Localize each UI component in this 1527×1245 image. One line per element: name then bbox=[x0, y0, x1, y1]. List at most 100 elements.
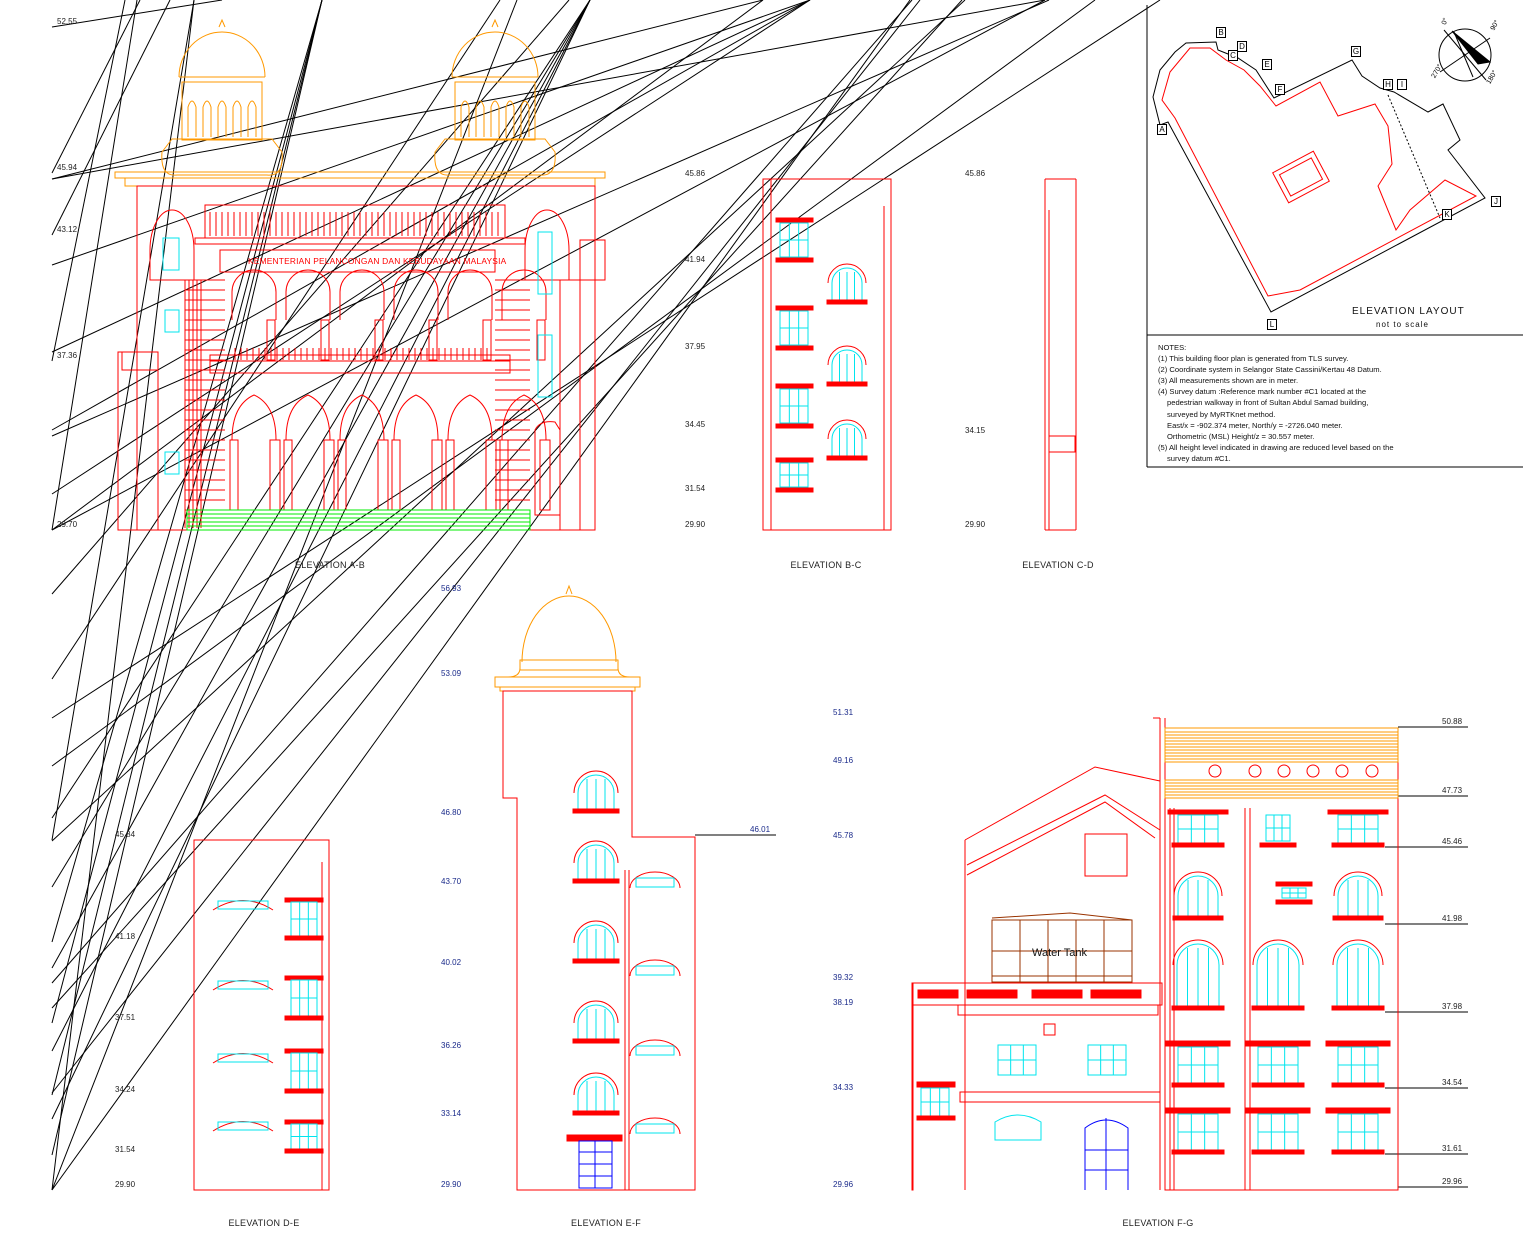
dome-opening bbox=[475, 100, 485, 137]
window-sill bbox=[284, 1088, 324, 1094]
elevation-marker: H bbox=[1383, 79, 1393, 90]
cornice-dentils bbox=[124, 177, 596, 187]
drawing-line bbox=[51, 0, 921, 1094]
elevation-f-g-drawing bbox=[911, 717, 1399, 1191]
cornice bbox=[499, 686, 636, 692]
right-cornice bbox=[579, 239, 606, 281]
column bbox=[283, 439, 293, 511]
window-arch bbox=[1332, 939, 1384, 966]
upper-arch bbox=[231, 269, 277, 320]
drawing-line bbox=[51, 0, 1046, 531]
note-line: (2) Coordinate system in Selangor State … bbox=[1158, 365, 1382, 375]
note-line: (3) All measurements shown are in meter. bbox=[1158, 376, 1299, 386]
window-sill bbox=[1275, 899, 1313, 905]
window-sill bbox=[1259, 842, 1297, 848]
elevation-title-d-e: ELEVATION D-E bbox=[228, 1218, 300, 1228]
window-arch bbox=[573, 840, 619, 864]
drawing-line bbox=[51, 0, 911, 1191]
wall-panel bbox=[1048, 435, 1076, 453]
elevation-layout-plan bbox=[1146, 5, 1523, 468]
elevation-marker: I bbox=[1397, 79, 1407, 90]
level-label: 34.45 bbox=[685, 420, 706, 429]
parapet-panel bbox=[966, 989, 1018, 999]
window-sill bbox=[775, 487, 814, 493]
drawing-line bbox=[51, 0, 764, 531]
drawing-line bbox=[51, 0, 764, 180]
main-block bbox=[1164, 727, 1399, 1191]
window-arch bbox=[629, 959, 681, 977]
drawing-line bbox=[51, 0, 171, 236]
window-head bbox=[284, 1048, 324, 1054]
window-head bbox=[775, 217, 814, 223]
window-sill bbox=[1171, 1005, 1225, 1011]
level-label: 34.24 bbox=[115, 1085, 136, 1094]
window-sill bbox=[1332, 915, 1384, 921]
dome-opening bbox=[232, 100, 242, 137]
level-label: 31.61 bbox=[1442, 1144, 1463, 1153]
column bbox=[485, 439, 497, 511]
drawing-line bbox=[51, 0, 591, 819]
window-arch bbox=[524, 209, 570, 281]
level-label: 45.84 bbox=[115, 830, 136, 839]
column bbox=[229, 439, 239, 511]
window-head bbox=[284, 1119, 324, 1125]
window bbox=[577, 924, 615, 960]
drawing-line bbox=[51, 0, 811, 431]
entrance-steps bbox=[186, 509, 531, 531]
drawing-line bbox=[51, 0, 1046, 180]
window bbox=[635, 1045, 675, 1056]
level-label: 45.86 bbox=[965, 169, 986, 178]
window-arch bbox=[1173, 871, 1223, 897]
window bbox=[1337, 875, 1379, 917]
window-sill bbox=[1171, 842, 1225, 848]
level-label: 29.90 bbox=[115, 1180, 136, 1189]
roundel bbox=[1248, 764, 1262, 778]
dome-base bbox=[434, 138, 556, 176]
window-sill bbox=[284, 1015, 324, 1021]
window bbox=[217, 1053, 269, 1063]
level-label: 31.54 bbox=[685, 484, 706, 493]
cornice bbox=[494, 676, 641, 688]
lower-arch bbox=[339, 394, 385, 441]
window bbox=[635, 965, 675, 976]
note-line: (5) All height level indicated in drawin… bbox=[1158, 442, 1394, 452]
finial-icon bbox=[565, 584, 573, 595]
window-arch bbox=[629, 871, 681, 889]
window-arch bbox=[1333, 871, 1383, 897]
dome-drum bbox=[181, 81, 263, 141]
window-sill bbox=[775, 345, 814, 351]
window-sill bbox=[1331, 1149, 1385, 1155]
level-label: 29.96 bbox=[1442, 1177, 1463, 1186]
window-arch bbox=[629, 1039, 681, 1057]
window bbox=[1177, 875, 1219, 917]
level-label: 47.73 bbox=[1442, 786, 1463, 795]
gable-roof bbox=[966, 794, 1161, 866]
window bbox=[164, 451, 180, 475]
roundel bbox=[1208, 764, 1222, 778]
drawing-line bbox=[51, 0, 811, 266]
lower-arch bbox=[447, 394, 493, 441]
elevation-marker: K bbox=[1442, 209, 1452, 220]
window bbox=[164, 309, 180, 333]
level-label: 36.26 bbox=[441, 1041, 462, 1050]
courtyard-inner bbox=[1278, 157, 1324, 197]
window-sill bbox=[572, 958, 620, 964]
ledge bbox=[194, 237, 526, 245]
dome-opening bbox=[247, 100, 257, 137]
level-label: 34.33 bbox=[833, 1083, 854, 1092]
window-arch bbox=[1252, 939, 1304, 966]
window-arch bbox=[573, 1072, 619, 1096]
parapet-panel bbox=[1031, 989, 1083, 999]
elevation-a-b-drawing bbox=[114, 18, 606, 531]
notes-heading: NOTES: bbox=[1158, 343, 1187, 352]
window-sill bbox=[1331, 842, 1385, 848]
dome-band bbox=[519, 659, 619, 671]
window bbox=[217, 1121, 269, 1131]
level-label: 33.14 bbox=[441, 1109, 462, 1118]
column bbox=[377, 439, 389, 511]
window-arch bbox=[629, 1117, 681, 1135]
window-sill bbox=[572, 808, 620, 814]
window bbox=[577, 1004, 615, 1040]
window-sill bbox=[572, 1038, 620, 1044]
